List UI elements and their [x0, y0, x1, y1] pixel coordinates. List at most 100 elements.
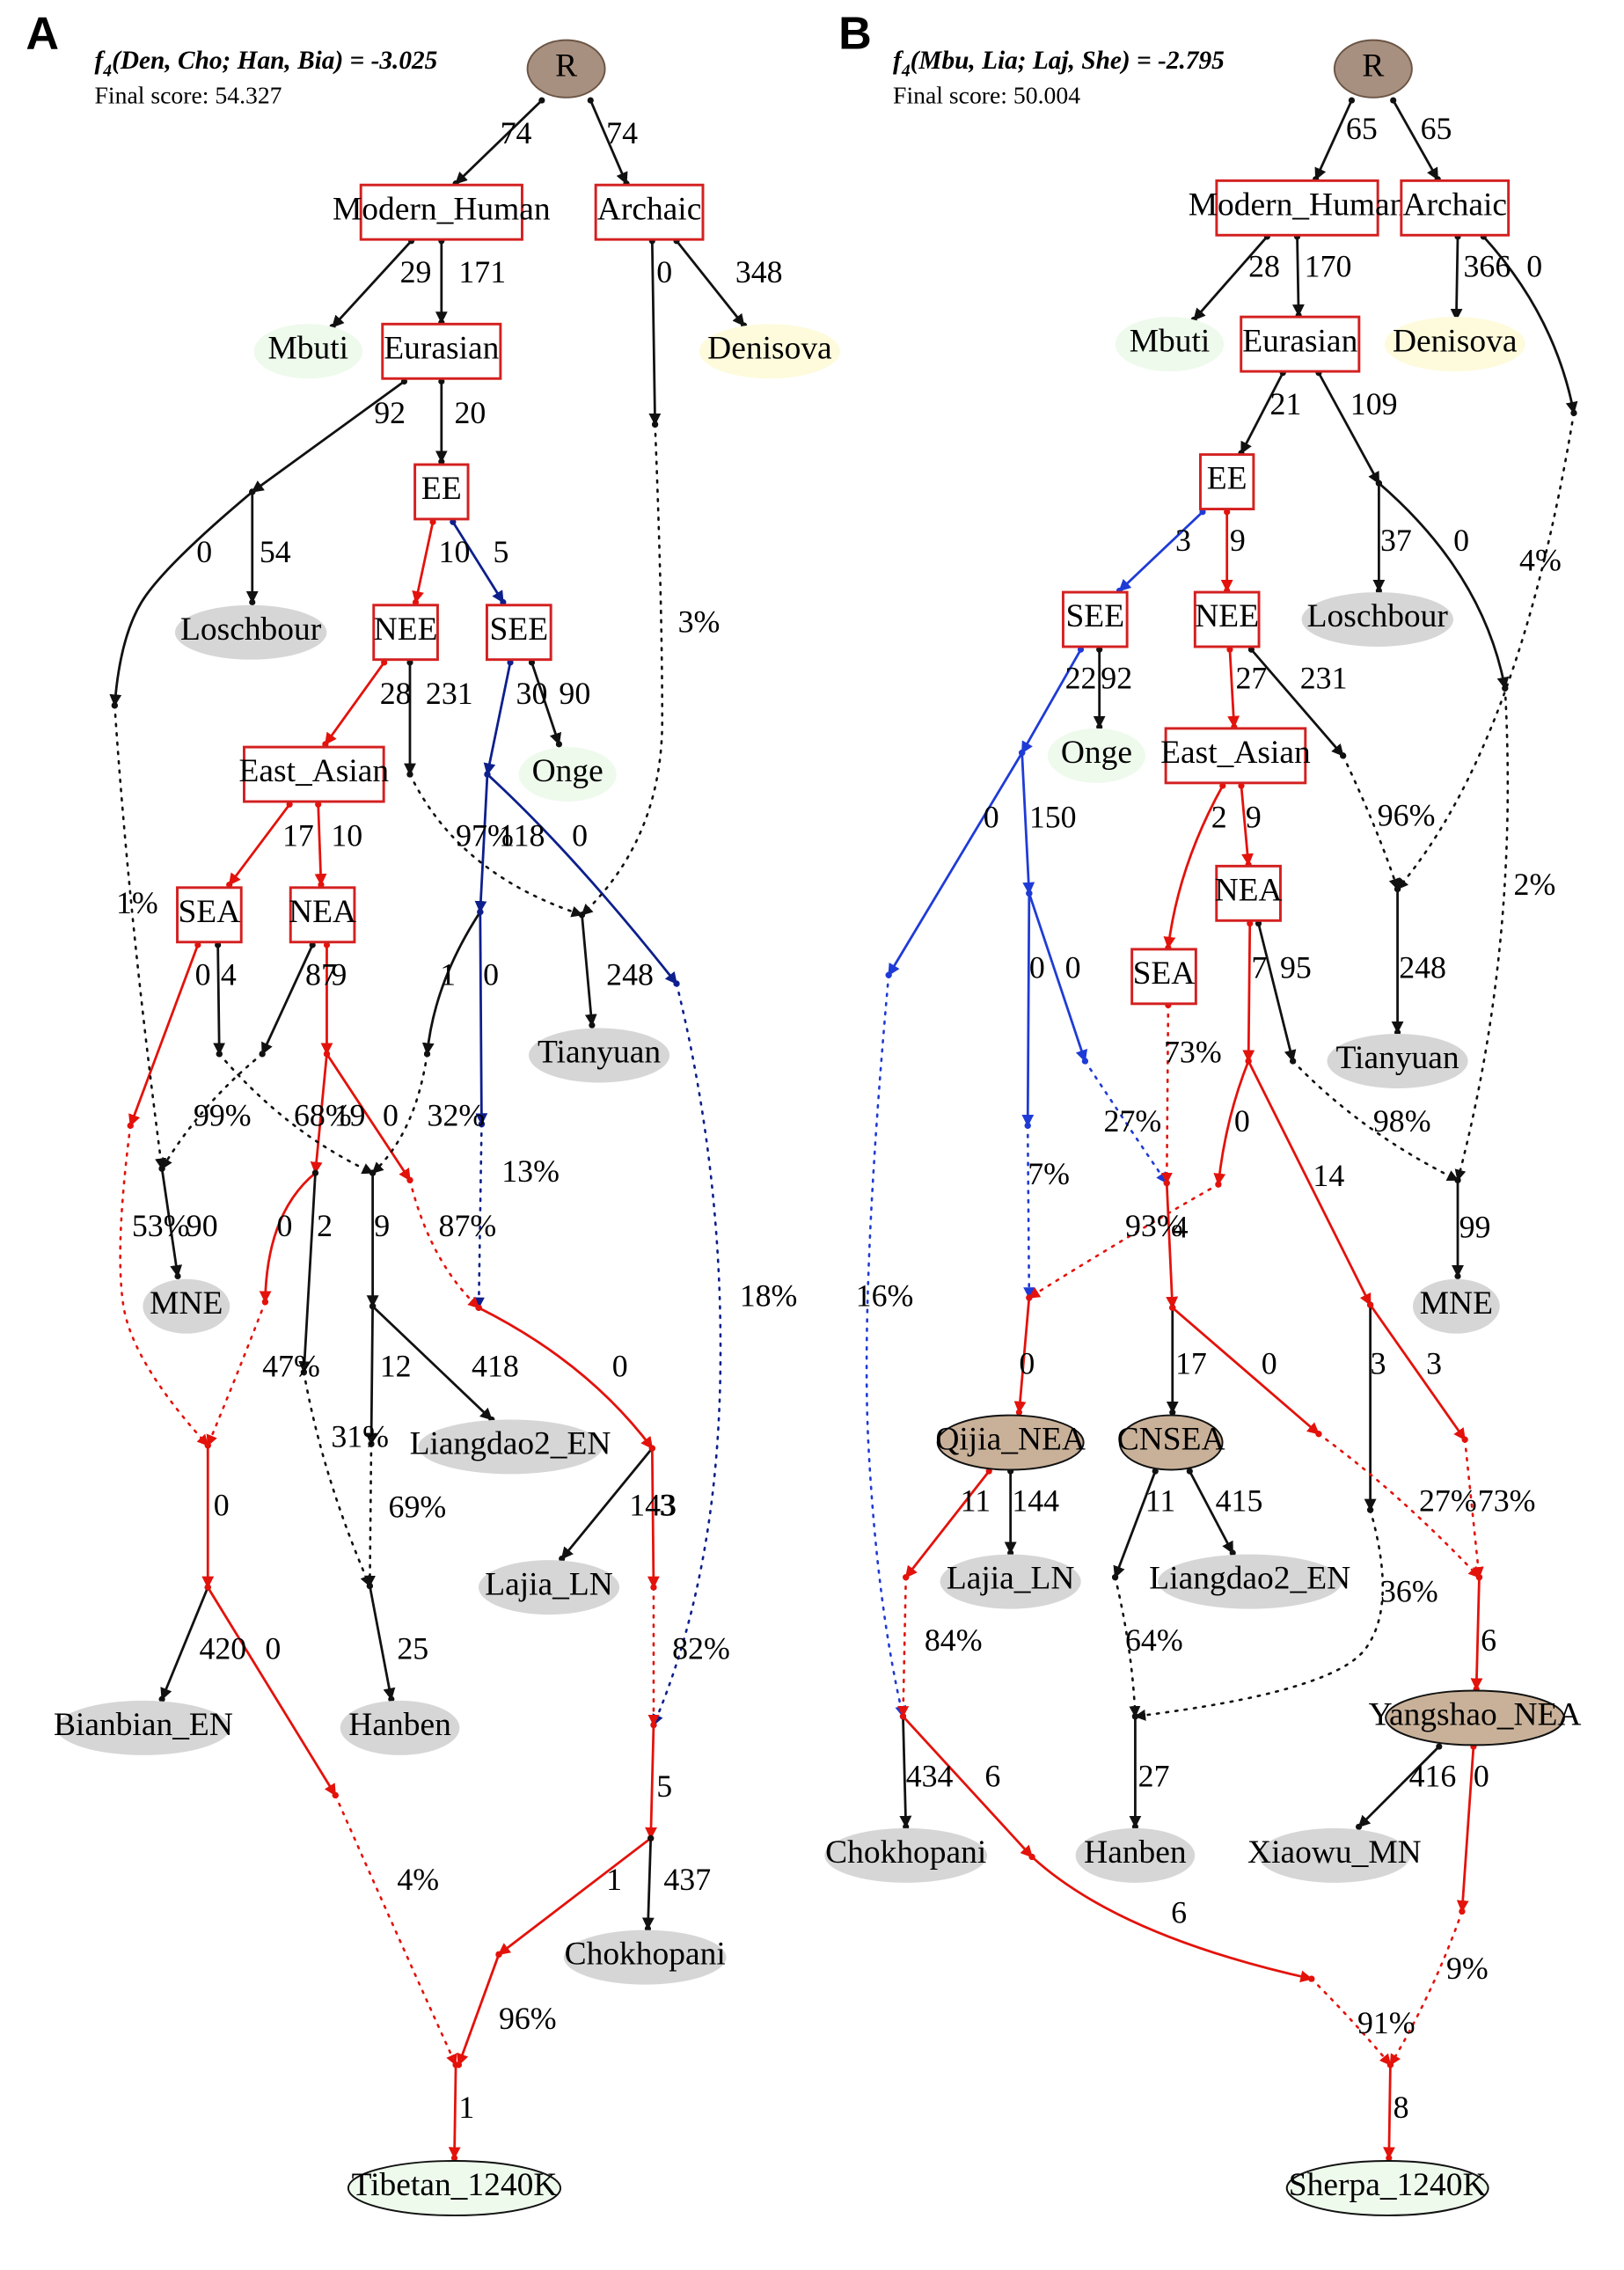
panel-a-label-eur: Eurasian: [384, 330, 499, 366]
panel-b-edge-mh-eur: [1291, 235, 1305, 317]
panel-b-letter: B: [838, 8, 872, 59]
panel-b-junction-r-arch-start: [1390, 97, 1397, 104]
panel-a-admix-edge-j2-m1: [113, 704, 167, 1170]
panel-a-junction-x1-c1-start: [127, 1122, 134, 1129]
panel-a-drift-label-x18-cho: 437: [663, 1862, 711, 1897]
panel-a-label-ea: East_Asian: [238, 753, 389, 789]
panel-a-box-arch: [594, 183, 705, 241]
panel-a-ellipse-mne: [143, 1278, 230, 1334]
panel-b-admixture-edges: [865, 409, 1577, 2069]
panel-b-label-losch: Loschbour: [1307, 598, 1449, 634]
panel-a-ellipse-hanben: [340, 1700, 460, 1755]
panel-a-drift-label-t1-tian: 248: [606, 957, 654, 992]
panel-b-edge-see-s1: [1020, 648, 1082, 755]
panel-b-admix-percent-x3-c2: 93%: [1125, 1208, 1183, 1243]
panel-a-junction-x10-b2-start: [300, 1369, 307, 1376]
panel-b-junction-x2-m1-start: [1290, 1058, 1297, 1065]
panel-b-box-arch: [1400, 179, 1511, 237]
panel-b-junction-x12-c5-start: [1459, 1908, 1466, 1915]
panel-a-drift-label-mh-mbuti: 29: [400, 254, 432, 289]
panel-b-junction-x1-x4-start: [1245, 1058, 1252, 1065]
panel-a-drift-label-r-mh: 74: [501, 115, 532, 150]
panel-a-admix-edge-x1-c1: [119, 1124, 209, 1447]
panel-b-node-mbuti: Mbuti: [1115, 317, 1225, 372]
panel-b-admix-edge-x9-c4: [897, 1576, 910, 1718]
panel-a-admix-edge-n1-t1: [408, 773, 583, 918]
panel-b-edge-s1-s3: [1020, 751, 1035, 895]
panel-a-ellipse-tian: [528, 1028, 670, 1083]
panel-a-ellipse-cho: [563, 1930, 727, 1985]
panel-a-admix-edge-a1-t1: [581, 423, 664, 917]
panel-a-label-nee: NEE: [374, 611, 438, 648]
panel-b-junction-x3-c2-end: [1026, 1294, 1033, 1301]
panel-b-drift-label-yang-xiao: 416: [1409, 1759, 1457, 1794]
panel-a-f4-subscript: 4: [102, 62, 112, 80]
panel-a-drift-label-see-s1: 30: [516, 676, 548, 711]
panel-b-ellipse-r: [1333, 39, 1413, 99]
panel-b-admix-edge-x12-c5: [1389, 1910, 1464, 2067]
panel-b-box-nee: [1193, 590, 1261, 648]
panel-b-box-see: [1061, 590, 1129, 648]
panel-a-label-liang: Liangdao2_EN: [410, 1426, 611, 1462]
panel-b-edge-eur-ee: [1240, 371, 1284, 455]
panel-b-edge-x1-x4: [1247, 1059, 1372, 1307]
panel-a-box-see: [485, 604, 552, 662]
panel-b-drift-label-nee-n1: 231: [1300, 660, 1348, 695]
panel-a-header: A f4(Den, Cho; Han, Bia) = -3.025 Final …: [26, 8, 437, 108]
panel-b-junction-x9-c4-start: [903, 1574, 910, 1581]
panel-a-admixture-edges: [111, 421, 722, 2069]
panel-b-ellipse-liang: [1158, 1554, 1342, 1609]
panel-b-label-den: Denisova: [1393, 323, 1518, 359]
panel-b-box-ee: [1199, 453, 1255, 511]
panel-a-drift-label-j1-losch: 54: [260, 534, 291, 569]
panel-b-f4-subscript: 4: [901, 62, 911, 80]
panel-a-junction-x19-c3b-start: [495, 1951, 502, 1958]
panel-b-drift-label-cnsea-x10: 11: [1145, 1483, 1175, 1519]
panel-a-edge-mh-mbuti: [331, 239, 413, 328]
panel-a-admix-percent-x6-x12: 13%: [501, 1153, 560, 1189]
panel-a-drift-label-sea-x2: 4: [221, 957, 237, 992]
panel-b-ellipse-yang: [1385, 1689, 1565, 1746]
panel-a-drift-label-x12-x13: 0: [612, 1349, 628, 1384]
panel-b-edge-x11-x13: [1030, 1856, 1313, 1983]
panel-b-junction-c2-qijia-end: [1015, 1409, 1023, 1416]
panel-b-edge-yang-xiao: [1357, 1745, 1441, 1828]
panel-a-admix-edge-x3-m1: [160, 1052, 264, 1170]
panel-a-edge-sea-x2: [213, 943, 226, 1056]
panel-b-label-eur: Eurasian: [1242, 323, 1357, 359]
panel-a-junction-j2-m1-start: [111, 702, 118, 709]
panel-b-edge-arch-a1: [1481, 235, 1578, 414]
panel-b-node-liang: Liangdao2_EN: [1149, 1554, 1350, 1609]
panel-b-junction-a1-t1-end: [1394, 885, 1401, 893]
panel-a-junction-x15-c2-start: [650, 1584, 657, 1591]
panel-a-node-arch: Archaic: [594, 183, 705, 241]
panel-b-ellipse-losch: [1301, 592, 1453, 648]
panel-b-label-r: R: [1362, 48, 1384, 84]
panel-a-junction-x2-b1-start: [216, 1051, 223, 1058]
panel-b-drift-label-ea-nea: 9: [1246, 799, 1262, 834]
panel-b-edge-ea-sea: [1163, 784, 1225, 949]
panel-b-junction-nea-x2-start: [1255, 919, 1262, 927]
panel-b-label-nee: NEE: [1195, 598, 1259, 634]
panel-b-label-mne: MNE: [1420, 1285, 1493, 1322]
panel-a-letter: A: [26, 8, 59, 59]
panel-a-junction-nea-x4-start: [323, 941, 331, 948]
panel-a-edge-r-mh: [454, 99, 544, 185]
panel-b-node-mne: MNE: [1412, 1278, 1500, 1334]
panel-a-drift-label-nea-x3: 87: [305, 957, 337, 992]
panel-a-admix-percent-n1-t1: 97%: [456, 818, 514, 853]
panel-a-edge-x7-x10: [298, 1171, 317, 1374]
panel-a-junction-see-onge-end: [555, 741, 563, 748]
panel-b-label-cnsea: CNSEA: [1117, 1422, 1225, 1458]
panel-b-admix-edge-sea-c1: [1160, 1004, 1173, 1184]
panel-a-label-den: Denisova: [707, 330, 832, 366]
panel-a-edge-s1-s3: [486, 773, 678, 985]
panel-b-junction-sea-c1-end: [1163, 1179, 1170, 1187]
panel-b-junction-x5-cnsea-end: [1169, 1409, 1176, 1416]
panel-a-junction-r-arch-start: [587, 97, 594, 104]
panel-b-ellipse-tian: [1327, 1034, 1468, 1088]
panel-a-junction-x16-x17-start: [204, 1584, 211, 1591]
panel-a-f4-prefix: f: [95, 47, 106, 75]
panel-a-junction-x15-c2-end: [650, 1722, 657, 1729]
